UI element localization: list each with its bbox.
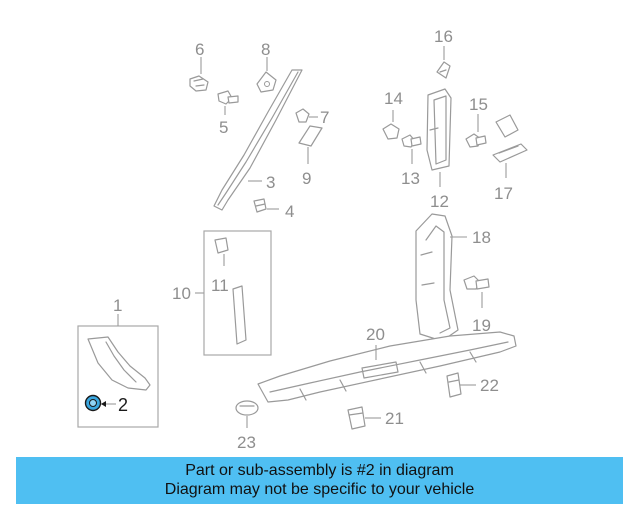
- callout-16[interactable]: 16: [434, 27, 453, 46]
- part-1-lower-trim[interactable]: [87, 336, 151, 391]
- part-11-trim-strip[interactable]: [214, 237, 247, 345]
- callout-2[interactable]: 2: [118, 395, 128, 415]
- part-7-clip[interactable]: [295, 108, 310, 123]
- banner-line-1: Part or sub-assembly is #2 in diagram: [185, 462, 454, 479]
- part-21-clip[interactable]: [347, 406, 366, 430]
- callout-1[interactable]: 1: [113, 296, 122, 315]
- part-20-sill-plate[interactable]: [257, 331, 517, 403]
- callout-14[interactable]: 14: [384, 89, 403, 108]
- callout-4[interactable]: 4: [285, 202, 294, 221]
- callout-11[interactable]: 11: [211, 276, 229, 295]
- part-5-bolt[interactable]: [217, 90, 239, 105]
- part-13-bolt[interactable]: [401, 134, 422, 148]
- info-banner: Part or sub-assembly is #2 in diagram Di…: [16, 457, 623, 504]
- part-4-clip[interactable]: [253, 198, 267, 213]
- callout-9[interactable]: 9: [302, 169, 311, 188]
- callout-19[interactable]: 19: [472, 316, 491, 335]
- callout-10[interactable]: 10: [172, 284, 191, 303]
- callout-7[interactable]: 7: [320, 108, 329, 127]
- part-8-bracket[interactable]: [256, 71, 277, 93]
- parts-diagram: 6 5 8 3 7 9 4 10 11: [77, 27, 528, 452]
- callout-5[interactable]: 5: [219, 118, 228, 137]
- callout-8[interactable]: 8: [261, 40, 270, 59]
- callout-17[interactable]: 17: [494, 184, 513, 203]
- part-14-clip[interactable]: [382, 123, 400, 140]
- part-17-cover[interactable]: [492, 114, 528, 163]
- callout-13[interactable]: 13: [401, 169, 420, 188]
- part-3-pillar-trim[interactable]: [213, 69, 303, 211]
- callout-6[interactable]: 6: [195, 40, 204, 59]
- callout-22[interactable]: 22: [480, 376, 499, 395]
- banner-line-2: Diagram may not be specific to your vehi…: [164, 481, 475, 498]
- callout-18[interactable]: 18: [472, 228, 491, 247]
- part-2-clip-highlighted[interactable]: [84, 394, 102, 412]
- part-16-clip[interactable]: [436, 61, 451, 79]
- part-12-pillar-upper[interactable]: [426, 88, 452, 171]
- callout-20[interactable]: 20: [366, 325, 385, 344]
- part-19-bolt[interactable]: [463, 275, 490, 290]
- callout-21[interactable]: 21: [385, 409, 404, 428]
- part-22-clip[interactable]: [446, 372, 462, 398]
- part-9-pad[interactable]: [298, 125, 323, 147]
- callout-23[interactable]: 23: [237, 433, 256, 452]
- part-6-clip[interactable]: [189, 75, 209, 92]
- callout-3[interactable]: 3: [266, 173, 275, 192]
- part-15-bolt[interactable]: [465, 133, 487, 148]
- part-23-plug[interactable]: [235, 400, 259, 416]
- callout-12[interactable]: 12: [430, 192, 449, 211]
- part-18-pillar-lower[interactable]: [415, 213, 459, 342]
- callout-15[interactable]: 15: [469, 95, 488, 114]
